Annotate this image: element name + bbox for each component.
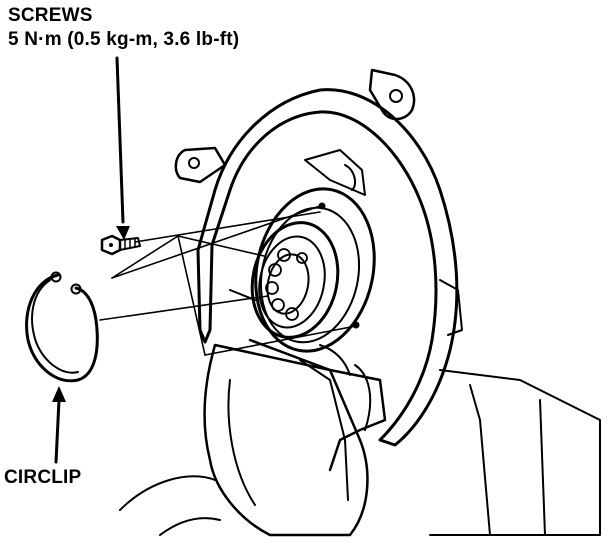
circlip-leader-arrow — [52, 386, 66, 464]
screws-torque-spec: 5 N·m (0.5 kg-m, 3.6 lb-ft) — [8, 29, 240, 50]
circlip-label: CIRCLIP — [4, 467, 82, 488]
circlip — [25, 271, 99, 383]
splash-shield — [196, 88, 463, 447]
screws-leader-arrow — [115, 56, 130, 240]
screws-label: SCREWS — [8, 5, 93, 26]
steering-knuckle — [119, 343, 601, 537]
side-mount-lug — [174, 146, 227, 184]
hub-bearing — [250, 221, 340, 339]
screw-hole — [352, 321, 360, 329]
screw — [100, 234, 141, 256]
screw-hole — [318, 202, 326, 210]
lower-bracket — [248, 338, 387, 472]
upper-mount-lug — [368, 68, 416, 121]
alignment-lines — [99, 205, 357, 356]
